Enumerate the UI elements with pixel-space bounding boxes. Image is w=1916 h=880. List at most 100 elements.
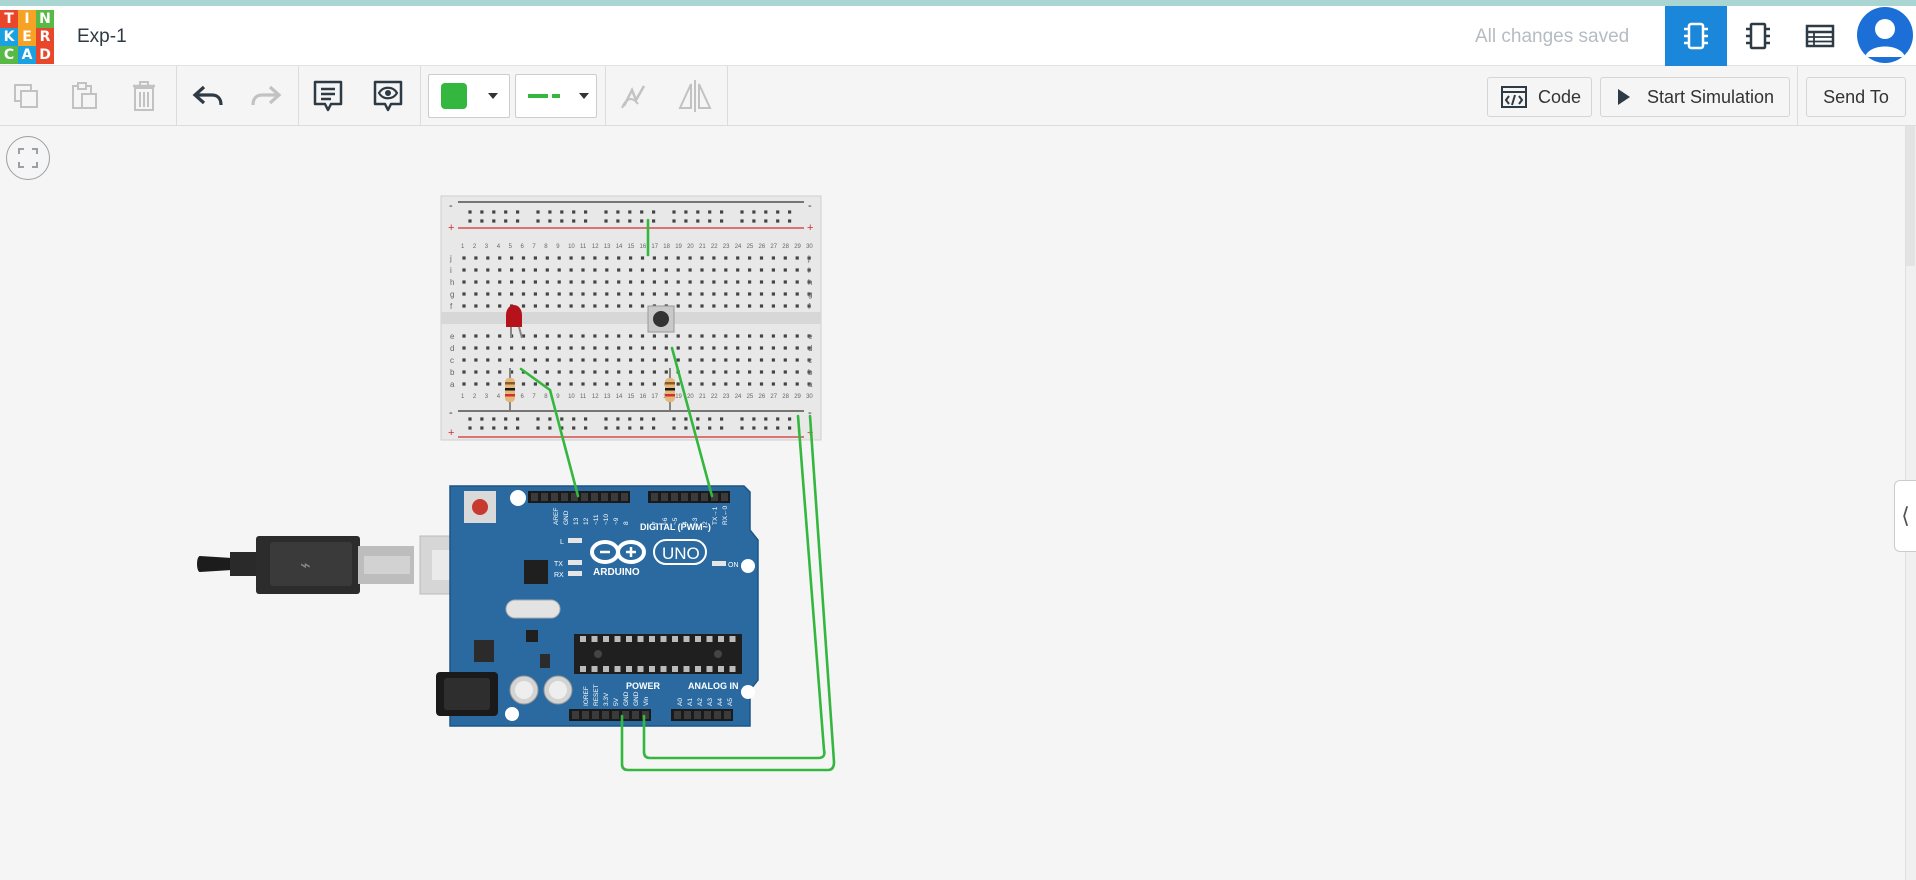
user-avatar[interactable] xyxy=(1857,7,1913,63)
schematic-list-button[interactable] xyxy=(1789,6,1851,66)
send-to-button[interactable]: Send To xyxy=(1806,77,1906,117)
delete-button[interactable] xyxy=(122,74,166,118)
header-pin[interactable] xyxy=(551,493,558,501)
wire-style-dropdown[interactable] xyxy=(515,74,597,118)
copy-icon xyxy=(14,84,38,108)
logo-letter: R xyxy=(36,28,54,46)
column-label: 9 xyxy=(556,394,560,400)
header-pin[interactable] xyxy=(661,493,668,501)
row-label: c xyxy=(808,356,812,365)
start-simulation-label: Start Simulation xyxy=(1647,86,1775,107)
delete-icon xyxy=(133,81,155,111)
components-panel-toggle[interactable]: ⟨ xyxy=(1894,480,1916,552)
on-label: ON xyxy=(728,562,739,569)
pin-label: GND xyxy=(633,691,640,706)
top-stripe xyxy=(0,0,1916,6)
row-label: f xyxy=(808,302,811,311)
header-pin[interactable] xyxy=(572,711,579,719)
column-label: 15 xyxy=(628,244,635,250)
header-pin[interactable] xyxy=(694,711,701,719)
header-pin[interactable] xyxy=(632,711,639,719)
analog-pin-header[interactable] xyxy=(671,709,733,721)
header-pin[interactable] xyxy=(671,493,678,501)
analog-label: ANALOG IN xyxy=(688,681,739,691)
header-pin[interactable] xyxy=(704,711,711,719)
circuit-view-button[interactable] xyxy=(1665,6,1727,66)
header-pin[interactable] xyxy=(561,493,568,501)
red-led[interactable] xyxy=(506,305,523,339)
components-view-button[interactable] xyxy=(1727,6,1789,66)
wire-led-to-pin13[interactable] xyxy=(519,367,580,498)
logo-letter: I xyxy=(18,10,36,28)
wire-gnd-to-rail[interactable] xyxy=(642,414,826,760)
column-label: 16 xyxy=(640,394,647,400)
pushbutton[interactable] xyxy=(647,305,675,333)
header-pin[interactable] xyxy=(541,493,548,501)
header-pin[interactable] xyxy=(642,711,649,719)
column-label: 4 xyxy=(497,394,501,400)
header-pin[interactable] xyxy=(621,493,628,501)
flip-button[interactable] xyxy=(673,74,717,118)
resistor-2[interactable] xyxy=(665,368,675,410)
column-label: 27 xyxy=(770,394,777,400)
wire-color-dropdown[interactable] xyxy=(428,74,510,118)
circuit-canvas[interactable]: ⟨ - + - + - + - + 1122334455667788991010… xyxy=(0,126,1916,880)
wire-5v-to-rail[interactable] xyxy=(620,414,836,772)
digital-pin-header[interactable] xyxy=(528,491,730,503)
header-pin[interactable] xyxy=(681,493,688,501)
logo-letter: K xyxy=(0,28,18,46)
header-pin[interactable] xyxy=(531,493,538,501)
pin-label: ~6 xyxy=(662,517,669,525)
notes-visibility-button[interactable] xyxy=(366,74,410,118)
header-pin[interactable] xyxy=(721,493,728,501)
wire-button-to-pin2[interactable] xyxy=(670,346,714,498)
scrollbar-thumb[interactable] xyxy=(1906,126,1915,266)
code-button[interactable]: Code xyxy=(1487,77,1592,117)
header-pin[interactable] xyxy=(571,493,578,501)
header-pin[interactable] xyxy=(684,711,691,719)
wires[interactable] xyxy=(519,218,836,772)
header-pin[interactable] xyxy=(612,711,619,719)
column-label: 14 xyxy=(616,394,623,400)
redo-button[interactable] xyxy=(244,74,288,118)
copy-button[interactable] xyxy=(4,74,48,118)
header-pin[interactable] xyxy=(622,711,629,719)
pin-label: 13 xyxy=(573,517,580,525)
header-pin[interactable] xyxy=(674,711,681,719)
header-pin[interactable] xyxy=(701,493,708,501)
notes-button[interactable] xyxy=(306,74,350,118)
pin-label: 8 xyxy=(623,521,630,525)
column-label: 7 xyxy=(532,394,536,400)
header-pin[interactable] xyxy=(582,711,589,719)
rotate-button[interactable] xyxy=(612,74,656,118)
paste-button[interactable] xyxy=(62,74,106,118)
header-pin[interactable] xyxy=(581,493,588,501)
column-label: 8 xyxy=(544,394,548,400)
breadboard[interactable]: - + - + - + - + 112233445566778899101011… xyxy=(440,195,822,441)
column-label: 3 xyxy=(485,244,489,250)
column-label: 17 xyxy=(651,394,658,400)
pin-label: A2 xyxy=(697,698,704,706)
header-pin[interactable] xyxy=(611,493,618,501)
header-pin[interactable] xyxy=(602,711,609,719)
header-pin[interactable] xyxy=(724,711,731,719)
usb-icon: ⌁ xyxy=(300,555,311,575)
header-pin[interactable] xyxy=(711,493,718,501)
power-pin-header[interactable] xyxy=(569,709,651,721)
rail-plus-label: + xyxy=(448,222,454,234)
arduino-model: UNO xyxy=(662,544,700,563)
header-pin[interactable] xyxy=(601,493,608,501)
header-pin[interactable] xyxy=(714,711,721,719)
column-label: 2 xyxy=(473,394,477,400)
start-simulation-button[interactable]: Start Simulation xyxy=(1600,77,1790,117)
header-pin[interactable] xyxy=(651,493,658,501)
header-pin[interactable] xyxy=(691,493,698,501)
header-pin[interactable] xyxy=(592,711,599,719)
undo-button[interactable] xyxy=(186,74,230,118)
header-pin[interactable] xyxy=(591,493,598,501)
project-title[interactable]: Exp-1 xyxy=(77,26,127,47)
fit-view-button[interactable] xyxy=(6,136,50,180)
resistor-1[interactable] xyxy=(505,368,515,410)
